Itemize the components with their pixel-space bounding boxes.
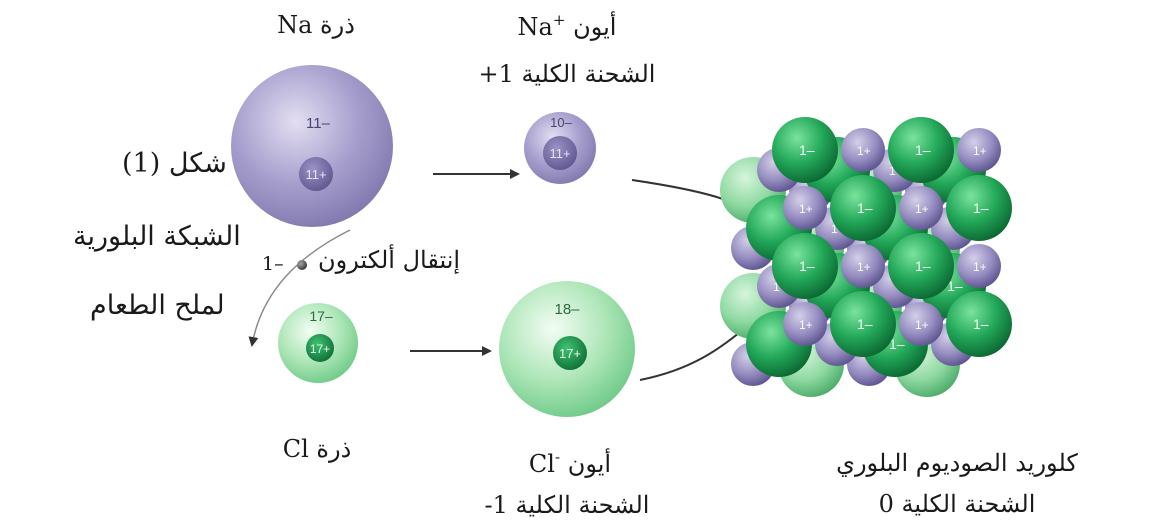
lattice-na-ion xyxy=(899,302,943,346)
na-atom-nucleus-charge: 11+ xyxy=(305,167,326,182)
cl-atom-nucleus-charge: 17+ xyxy=(310,342,330,356)
cl-atom-label: ذرة Cl xyxy=(282,435,352,463)
lattice-na-label: 1+ xyxy=(973,144,987,158)
na-atom-nucleus xyxy=(299,157,333,191)
lattice-na-label: 1+ xyxy=(799,202,813,216)
nacl-crystal-lattice: 1+1+1+1–1–1–1+1–1+1+1–1+1–1–1+1–1+1+1–1+… xyxy=(720,117,1012,397)
cl-atom-nucleus xyxy=(306,334,334,362)
lattice-na-ion xyxy=(841,128,885,172)
lattice-cl-ion xyxy=(888,117,954,183)
crystal-label: كلوريد الصوديوم البلوري xyxy=(836,449,1078,477)
lattice-cl-ion xyxy=(946,291,1012,357)
na-atom-label: ذرة Na xyxy=(277,11,355,39)
lattice-cl-label: 1– xyxy=(857,316,873,332)
cl-ion-shell-charge: 18– xyxy=(554,301,580,318)
lattice-na-label: 1+ xyxy=(915,318,929,332)
crystal-total-charge: الشحنة الكلية 0 xyxy=(878,490,1036,518)
cl-atom-shell-charge: 17– xyxy=(309,308,333,324)
lattice-cl-label: 1– xyxy=(947,278,963,294)
na-ion-sup: + xyxy=(552,11,566,29)
electron-path-arrow xyxy=(248,229,351,347)
lattice-na-label: 1+ xyxy=(857,144,871,158)
lattice-cl-ion xyxy=(830,175,896,241)
na-ion-total-charge: الشحنة الكلية 1+ xyxy=(478,60,656,88)
lattice-cl-label: 1– xyxy=(973,200,989,216)
lattice-na-ion xyxy=(957,244,1001,288)
electron-transfer-label: إنتقال ألكترون xyxy=(318,246,461,274)
lattice-na-label: 1+ xyxy=(799,318,813,332)
cl-ion-sup: - xyxy=(554,448,561,466)
lattice-na-label: 1+ xyxy=(857,260,871,274)
lattice-na-ion xyxy=(957,128,1001,172)
figure-caption-line2: الشبكة البلورية xyxy=(73,221,241,252)
na-ion: 10– 11+ xyxy=(524,112,596,184)
lattice-na-ion xyxy=(783,302,827,346)
cl-ion: 18– 17+ xyxy=(499,281,635,417)
na-ion-symbol: Na xyxy=(517,13,553,41)
lattice-cl-label: 1– xyxy=(799,142,815,158)
na-atom-shell-charge: 11– xyxy=(306,115,331,132)
electron-charge: 1– xyxy=(262,253,284,275)
lattice-na-label: 1+ xyxy=(915,202,929,216)
figure-caption-line3: لملح الطعام xyxy=(90,290,225,321)
lattice-cl-ion xyxy=(772,117,838,183)
cl-ion-nucleus xyxy=(553,336,587,370)
cl-atom: 17– 17+ xyxy=(278,303,358,383)
lattice-cl-label: 1– xyxy=(799,258,815,274)
lattice-cl-ion xyxy=(772,233,838,299)
lattice-cl-label: 1– xyxy=(973,316,989,332)
lattice-na-label: 1+ xyxy=(973,260,987,274)
na-ion-nucleus-charge: 11+ xyxy=(549,146,570,161)
lattice-cl-label: 1– xyxy=(915,142,931,158)
lattice-na-ion xyxy=(841,244,885,288)
cl-ion-label: Cl- أيون xyxy=(528,448,612,478)
lattice-cl-label: 1– xyxy=(857,200,873,216)
na-atom: 11– 11+ xyxy=(231,65,393,227)
na-ion-nucleus xyxy=(543,136,577,170)
lattice-na-ion xyxy=(899,186,943,230)
na-ion-shell-charge: 10– xyxy=(550,115,572,130)
cl-ion-total-charge: الشحنة الكلية 1- xyxy=(484,491,650,519)
lattice-cl-ion xyxy=(946,175,1012,241)
na-atom-shell xyxy=(231,65,393,227)
lattice-cl-label: 1– xyxy=(889,336,905,352)
lattice-cl-label: 1– xyxy=(915,258,931,274)
na-ion-word: أيون xyxy=(573,13,617,41)
lattice-cl-ion xyxy=(830,291,896,357)
cl-ion-symbol: Cl xyxy=(528,450,555,478)
figure-caption-line1: شكل (1) xyxy=(122,148,227,179)
lattice-na-ion xyxy=(783,186,827,230)
cl-ion-word: أيون xyxy=(567,450,612,478)
cl-ion-nucleus-charge: 17+ xyxy=(559,346,581,361)
na-ion-label: Na+ أيون xyxy=(517,11,617,41)
lattice-cl-ion xyxy=(888,233,954,299)
electron-transfer xyxy=(248,229,351,347)
